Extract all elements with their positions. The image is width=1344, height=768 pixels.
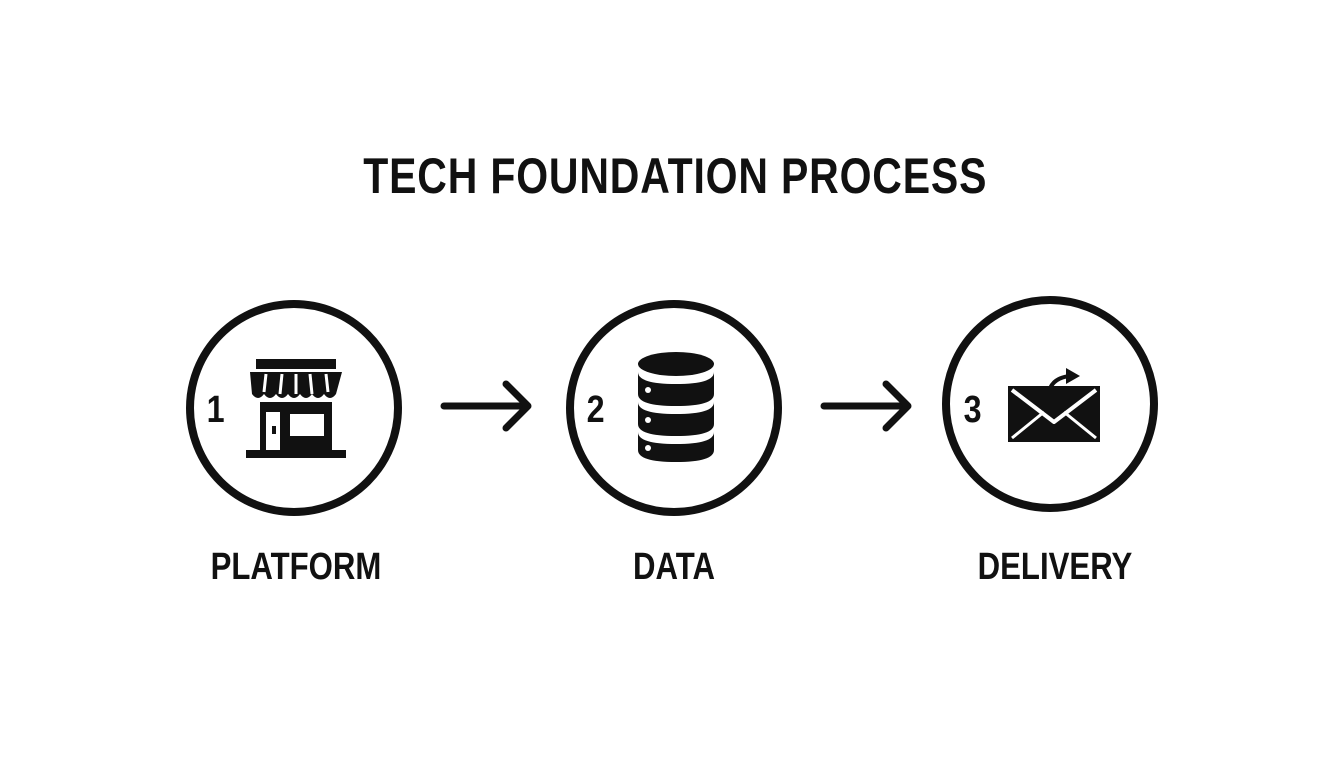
database-icon: [638, 352, 714, 462]
step-1-label: PLATFORM: [210, 546, 382, 588]
step-3-number: 3: [963, 389, 982, 431]
arrow-right-icon: [820, 380, 912, 432]
step-2-circle: [566, 300, 782, 516]
arrow-right-icon: [440, 380, 532, 432]
step-3-label: DELIVERY: [977, 546, 1133, 588]
step-1-number: 1: [206, 389, 225, 431]
diagram-title: TECH FOUNDATION PROCESS: [363, 148, 988, 204]
storefront-icon: [246, 359, 346, 458]
step-2-label: DATA: [633, 546, 715, 588]
step-1-circle: [186, 300, 402, 516]
step-2-number: 2: [586, 389, 605, 431]
envelope-send-icon: [1008, 368, 1100, 442]
